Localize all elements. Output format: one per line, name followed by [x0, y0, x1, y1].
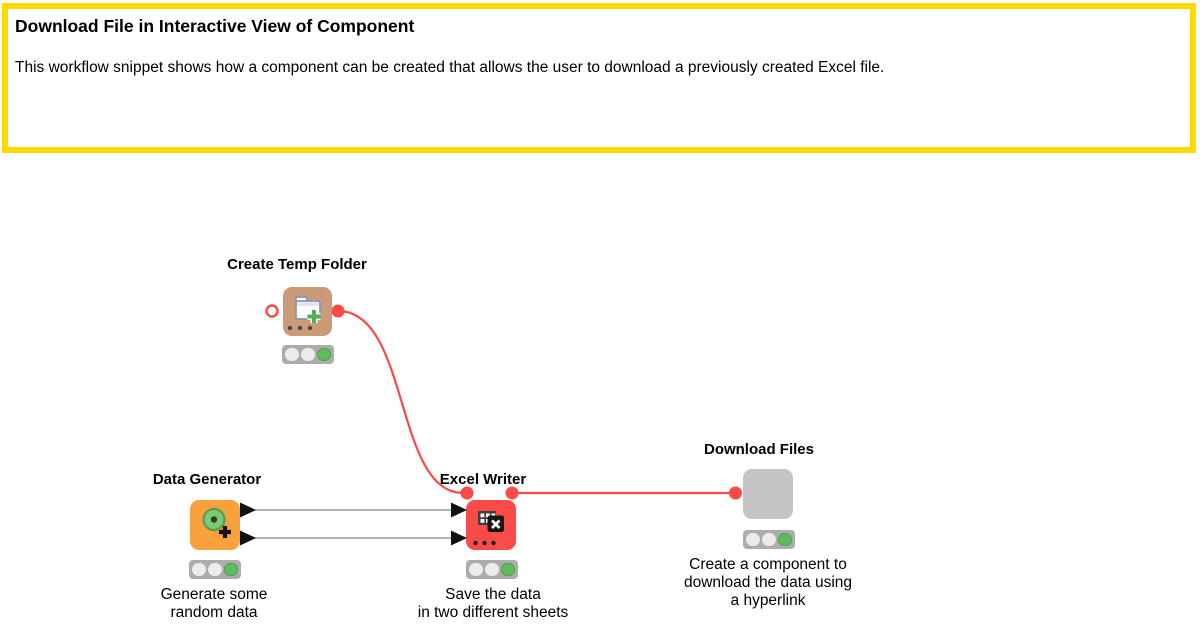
status-light-green: [317, 347, 331, 362]
status-light-green: [501, 562, 515, 577]
annotation-body: This workflow snippet shows how a compon…: [15, 59, 885, 76]
output-port-triangle-data-generator-2[interactable]: [240, 530, 256, 546]
input-port-triangle-excel-writer-1[interactable]: [451, 502, 467, 518]
status-light-off: [469, 562, 483, 577]
status-light-off: [192, 562, 206, 577]
data-generator-icon: [202, 507, 231, 538]
node-title-excel-writer: Excel Writer: [439, 471, 527, 488]
status-light-green: [778, 532, 792, 547]
input-port-triangle-excel-writer-2[interactable]: [451, 530, 467, 546]
node-title-data-generator: Data Generator: [152, 471, 262, 488]
excel-table-icon: [473, 511, 504, 546]
flowvar-output-port-create-temp-folder[interactable]: [331, 304, 345, 318]
status-traffic-light-data-generator: [189, 560, 241, 579]
output-port-triangle-data-generator-1[interactable]: [240, 502, 256, 518]
status-traffic-light-excel-writer: [466, 560, 518, 579]
status-traffic-light-create-temp-folder: [282, 345, 334, 364]
node-excel-writer[interactable]: [466, 500, 516, 550]
node-download-files-component[interactable]: [743, 469, 793, 519]
connection-flowvar-create-temp-folder-to-excel-writer[interactable]: [337, 309, 464, 495]
status-light-off: [762, 532, 776, 547]
status-light-off: [746, 532, 760, 547]
flowvar-input-port-create-temp-folder[interactable]: [265, 304, 279, 318]
status-light-green: [224, 562, 238, 577]
node-title-download-files: Download Files: [703, 441, 814, 458]
folder-plus-icon: [287, 296, 321, 331]
status-light-off: [285, 347, 299, 362]
status-light-off: [208, 562, 222, 577]
node-caption-download-files: Create a component to download the data …: [683, 556, 853, 609]
status-traffic-light-download-files: [743, 530, 795, 549]
flowvar-input-port-excel-writer[interactable]: [460, 486, 474, 500]
flowvar-output-port-excel-writer[interactable]: [505, 486, 519, 500]
status-light-off: [485, 562, 499, 577]
node-caption-data-generator: Generate some random data: [160, 586, 268, 621]
workflow-annotation[interactable]: Download File in Interactive View of Com…: [2, 3, 1196, 153]
node-data-generator[interactable]: [190, 500, 240, 550]
node-title-create-temp-folder: Create Temp Folder: [227, 256, 367, 273]
node-caption-excel-writer: Save the data in two different sheets: [417, 586, 569, 621]
flowvar-input-port-download-files[interactable]: [729, 486, 742, 500]
node-create-temp-folder[interactable]: [283, 287, 332, 336]
status-light-off: [301, 347, 315, 362]
annotation-title: Download File in Interactive View of Com…: [15, 16, 415, 36]
